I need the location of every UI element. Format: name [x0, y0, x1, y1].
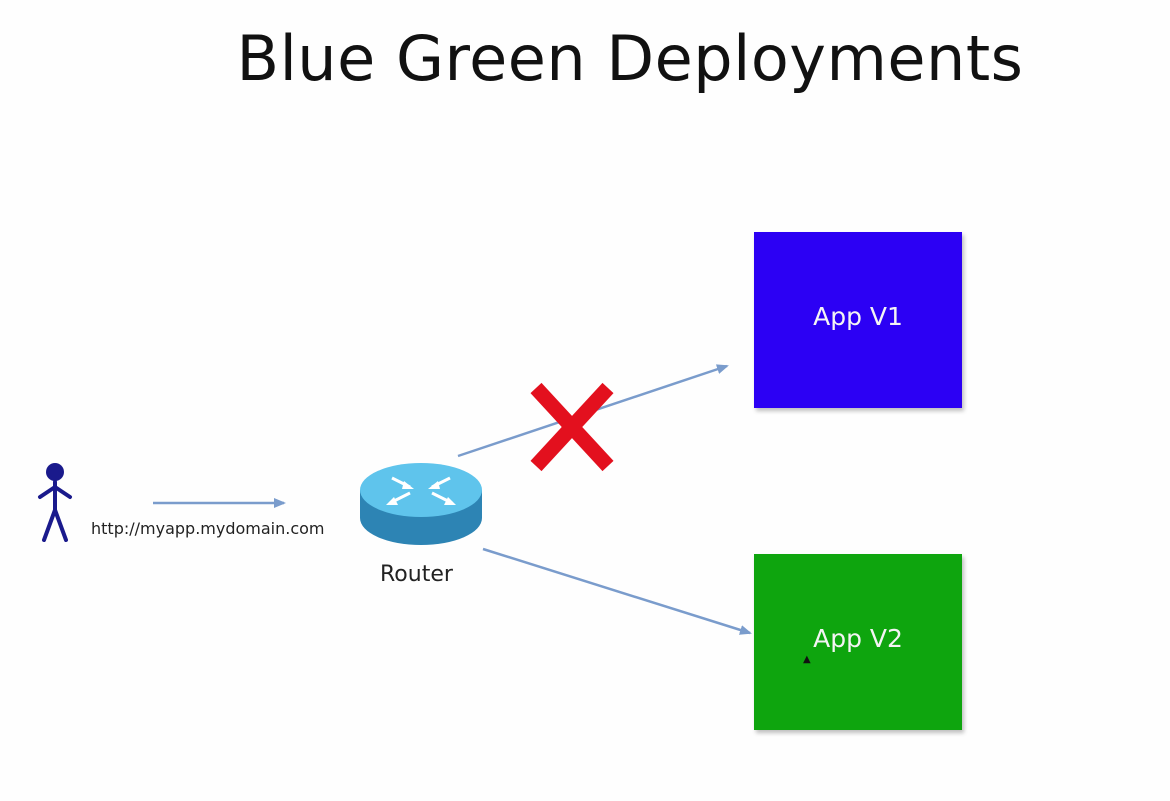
mouse-cursor-icon: ▲ — [803, 654, 811, 665]
request-url: http://myapp.mydomain.com — [91, 519, 325, 538]
app-v2-label: App V2 — [813, 623, 903, 653]
person-icon — [38, 463, 72, 542]
router-label: Router — [380, 562, 453, 587]
slide-title: Blue Green Deployments — [236, 22, 1024, 95]
blocked-cross-icon — [530, 382, 614, 472]
app-v2-box: App V2 — [754, 554, 962, 730]
app-v1-label: App V1 — [813, 301, 903, 331]
app-v1-box: App V1 — [754, 232, 962, 408]
route-arrow-v2 — [482, 547, 752, 635]
router-icon — [360, 463, 482, 545]
